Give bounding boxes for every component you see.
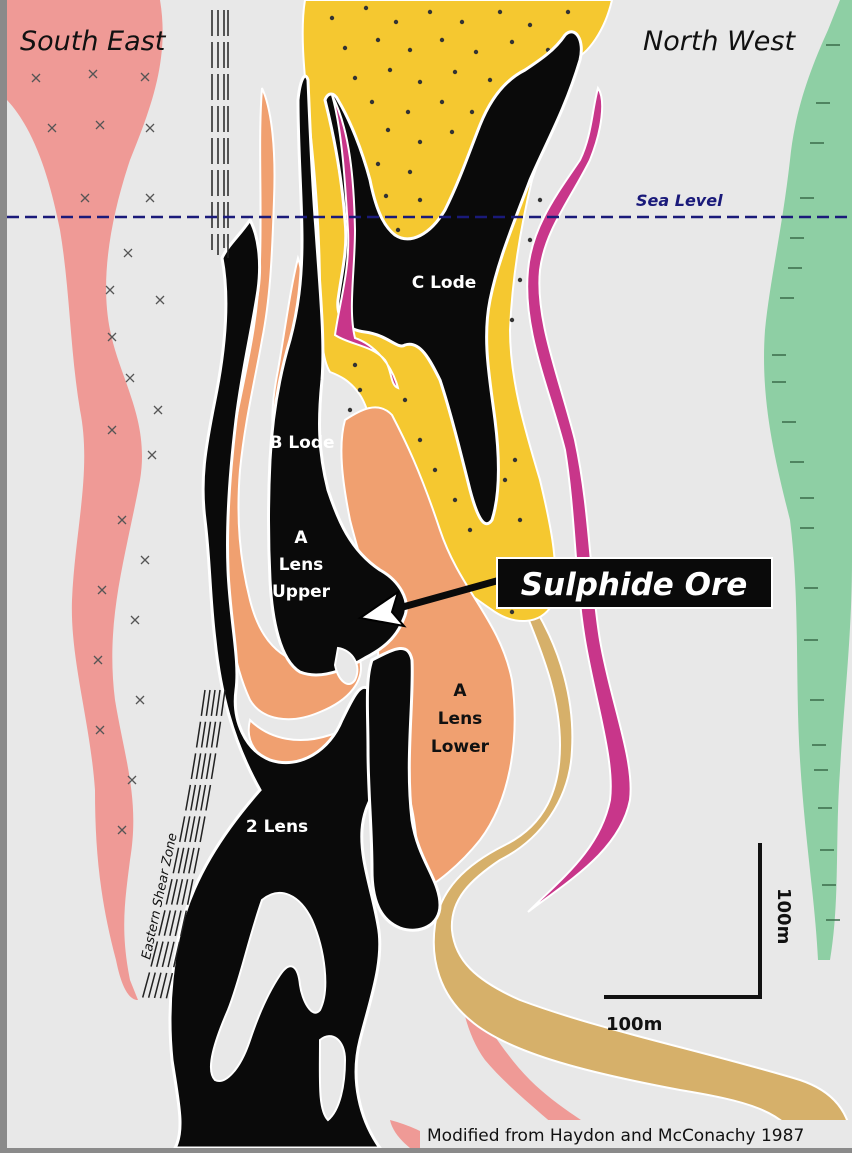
sediment-dot — [408, 170, 412, 174]
label-a-lens-lower-2: Lens — [438, 709, 483, 729]
label-credit: Modified from Haydon and McConachy 1987 — [427, 1126, 804, 1146]
sediment-dot — [566, 10, 570, 14]
sediment-dot — [330, 16, 334, 20]
sediment-dot — [343, 46, 347, 50]
sediment-dot — [388, 68, 392, 72]
sediment-dot — [348, 408, 352, 412]
sediment-dot — [353, 363, 357, 367]
sediment-dot — [470, 110, 474, 114]
sediment-dot — [440, 100, 444, 104]
sediment-dot — [450, 130, 454, 134]
sediment-dot — [396, 228, 400, 232]
sediment-dot — [518, 518, 522, 522]
label-a-lens-upper-2: Lens — [279, 555, 324, 575]
sediment-dot — [406, 110, 410, 114]
sediment-dot — [488, 78, 492, 82]
sediment-dot — [384, 194, 388, 198]
sediment-dot — [433, 468, 437, 472]
sediment-dot — [510, 40, 514, 44]
sediment-dot — [394, 20, 398, 24]
sediment-dot — [453, 498, 457, 502]
sediment-dot — [503, 478, 507, 482]
sediment-dot — [474, 50, 478, 54]
sediment-dot — [510, 610, 514, 614]
label-a-lens-upper-3: Upper — [272, 582, 331, 602]
label-b-lode: B Lode — [269, 433, 334, 453]
sediment-dot — [528, 238, 532, 242]
label-sulphide-ore: Sulphide Ore — [521, 567, 748, 603]
label-sea-level: Sea Level — [636, 191, 723, 210]
label-scale-vertical: 100m — [773, 888, 794, 944]
label-south-east: South East — [20, 26, 167, 57]
label-north-west: North West — [643, 26, 796, 57]
label-a-lens-upper-1: A — [294, 528, 308, 548]
sediment-dot — [386, 128, 390, 132]
sediment-dot — [428, 10, 432, 14]
label-a-lens-lower-3: Lower — [431, 737, 490, 757]
sediment-dot — [418, 80, 422, 84]
sediment-dot — [358, 388, 362, 392]
sediment-dot — [440, 38, 444, 42]
label-c-lode: C Lode — [412, 273, 477, 293]
sediment-dot — [418, 438, 422, 442]
sediment-dot — [510, 318, 514, 322]
sediment-dot — [364, 6, 368, 10]
sediment-dot — [418, 140, 422, 144]
sediment-dot — [418, 198, 422, 202]
sediment-dot — [538, 198, 542, 202]
sediment-dot — [403, 398, 407, 402]
sediment-dot — [376, 162, 380, 166]
sediment-dot — [498, 10, 502, 14]
sediment-dot — [376, 38, 380, 42]
label-scale-horizontal: 100m — [606, 1014, 662, 1035]
sediment-dot — [513, 458, 517, 462]
sediment-dot — [408, 48, 412, 52]
sediment-dot — [468, 528, 472, 532]
label-a-lens-lower-1: A — [453, 681, 467, 701]
sediment-dot — [528, 23, 532, 27]
sediment-dot — [353, 76, 357, 80]
sediment-dot — [518, 278, 522, 282]
sediment-dot — [460, 20, 464, 24]
label-2-lens: 2 Lens — [246, 817, 308, 837]
sediment-dot — [370, 100, 374, 104]
sediment-dot — [453, 70, 457, 74]
